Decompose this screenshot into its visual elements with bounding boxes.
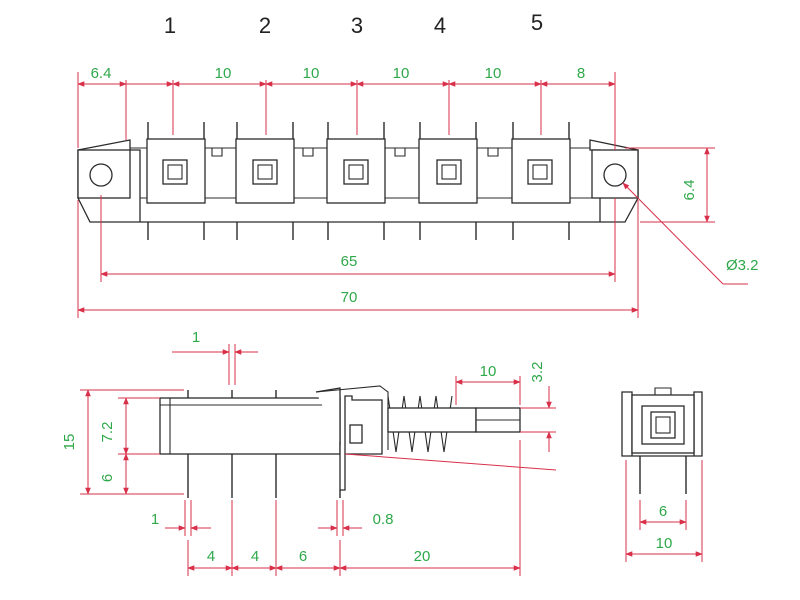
switch-number-5: 5 — [531, 10, 543, 35]
hole-spacing-dimension: 65 — [100, 195, 616, 282]
dim-hole-spacing: 65 — [341, 253, 358, 270]
latch-tab — [349, 424, 363, 444]
dim-plunger-height: 3.2 — [529, 362, 546, 383]
pin-width-dimensions: 1 0.8 — [151, 500, 394, 536]
top-pins — [147, 122, 570, 139]
pin-spacing-chain: 4 4 6 20 — [187, 500, 521, 576]
plunger-dimensions: 10 3.2 — [455, 362, 556, 452]
dim-pin-thickness-top: 1 — [192, 329, 200, 346]
overall-length-dimension: 70 — [77, 200, 639, 318]
switch-number-3: 3 — [351, 13, 363, 38]
left-mounting-hole — [89, 163, 113, 187]
pin-thickness-top-dimension: 1 — [172, 329, 258, 385]
dim-pitch-2: 10 — [303, 65, 320, 82]
dim-end-pin-spacing: 6 — [659, 503, 667, 520]
frame-bracket — [315, 387, 383, 491]
return-spring-icon — [387, 395, 453, 453]
switch-module-4 — [418, 138, 478, 204]
right-mounting-hole — [603, 163, 627, 187]
hole-diameter-callout: Ø3.2 — [622, 182, 759, 285]
dim-ear-height: 6.4 — [681, 180, 698, 201]
dim-pin-width: 1 — [151, 511, 159, 528]
dim-end-width: 10 — [656, 535, 673, 552]
dim-plunger-length: 20 — [414, 548, 431, 565]
bottom-pins — [147, 222, 570, 240]
switch-number-labels: 1 2 3 4 5 — [164, 10, 543, 38]
top-pitch-dimensions: 6.4 10 10 10 10 8 — [77, 65, 616, 150]
body-height-dimensions: 15 7.2 6 — [61, 389, 184, 495]
ear-height-dimension: 6.4 — [625, 147, 715, 223]
body-reference-line — [344, 453, 557, 471]
switch-number-1: 1 — [164, 13, 176, 38]
dim-plunger-travel: 10 — [480, 363, 497, 380]
dim-pitch-3: 10 — [393, 65, 410, 82]
dim-pin-spacing-1: 4 — [207, 548, 215, 565]
dim-frame-pin: 0.8 — [373, 511, 394, 528]
dim-hole-diameter: Ø3.2 — [726, 257, 759, 274]
dim-upper-height: 7.2 — [99, 422, 116, 443]
switch-module-1 — [146, 138, 206, 204]
side-view: 1 15 7.2 6 10 3.2 — [61, 329, 557, 576]
switch-body — [159, 397, 341, 455]
end-view-pins — [639, 456, 687, 494]
dim-body-height: 15 — [61, 434, 78, 451]
dim-pitch-4: 10 — [485, 65, 502, 82]
dim-lower-height: 6 — [99, 474, 116, 482]
switch-module-5 — [511, 138, 571, 204]
plunger-shaft — [387, 407, 477, 433]
dim-pin-spacing-2: 4 — [251, 548, 259, 565]
end-view: 6 10 — [621, 387, 703, 562]
switch-module-2 — [235, 138, 295, 204]
switch-number-2: 2 — [259, 13, 271, 38]
dim-edge-to-first: 6.4 — [91, 65, 112, 82]
dim-pin-spacing-3: 6 — [299, 548, 307, 565]
switch-number-4: 4 — [434, 13, 446, 38]
dim-last-to-edge: 8 — [577, 65, 585, 82]
dim-pitch-1: 10 — [215, 65, 232, 82]
switch-module-3 — [326, 138, 386, 204]
dim-overall-length: 70 — [341, 289, 358, 306]
side-pins — [187, 390, 341, 498]
top-view: 6.4 10 10 10 10 8 6.4 Ø3.2 65 — [77, 65, 759, 318]
frame-notches — [211, 148, 499, 157]
